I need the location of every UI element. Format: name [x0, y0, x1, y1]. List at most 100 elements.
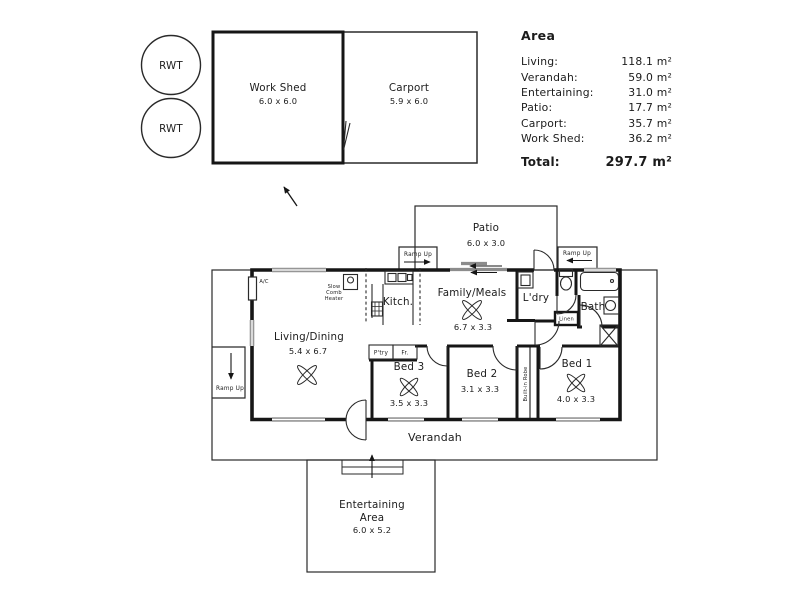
verandah-label: Verandah — [408, 431, 462, 444]
ceiling-fans-group — [297, 300, 586, 397]
bed1-dims: 4.0 x 3.3 — [557, 394, 595, 404]
ramp-box-top-right — [557, 246, 598, 270]
doors-group — [345, 249, 603, 441]
area-row-entertaining: Entertaining: 31.0 m² — [521, 85, 672, 100]
fridge-box — [392, 344, 418, 360]
area-row-patio: Patio: 17.7 m² — [521, 100, 672, 115]
ceiling-fan-living-icon — [297, 365, 317, 385]
heater-label-line2: Comb — [326, 290, 342, 296]
front-door — [345, 399, 367, 441]
patio-dims: 6.0 x 3.0 — [467, 238, 505, 248]
heater-label-line1: Slow — [328, 284, 341, 290]
laundry-door — [534, 320, 560, 346]
patio-label: Patio — [473, 222, 499, 234]
linen-label: Linen — [559, 317, 574, 323]
ramp-up-top-left-label: Ramp Up — [404, 252, 432, 258]
area-row-value: 31.0 m² — [628, 85, 672, 99]
bathtub-drain — [609, 278, 615, 284]
entertaining-label-line1: Entertaining — [339, 499, 405, 511]
area-row-verandah: Verandah: 59.0 m² — [521, 69, 672, 84]
kitchen-sink-grid — [371, 302, 383, 316]
area-row-value: 17.7 m² — [628, 101, 672, 115]
fixtures-group — [247, 268, 620, 360]
window-center-lines — [251, 269, 616, 421]
area-total-value: 297.7 m² — [605, 154, 672, 170]
stove-burner-left — [387, 272, 397, 283]
shed-door-ajar — [342, 120, 351, 151]
area-row-label: Living: — [521, 55, 559, 69]
rwt-bottom-label: RWT — [159, 123, 183, 135]
ac-label: A/C — [259, 279, 269, 285]
work-shed-outline — [211, 30, 345, 165]
vanity-icon — [603, 296, 620, 315]
carport-label: Carport — [389, 82, 429, 94]
bed2-door — [492, 345, 518, 371]
work-shed-label: Work Shed — [249, 82, 306, 94]
wc-door — [556, 294, 577, 315]
stove-burner-mid — [397, 272, 407, 283]
laundry-trough-bowl — [520, 274, 531, 287]
ceiling-fan-bed1-icon — [566, 373, 586, 393]
bed1-label: Bed 1 — [562, 358, 593, 370]
kitchen-bench-dashed — [365, 268, 421, 325]
laundry-trough-icon — [517, 271, 534, 289]
shower-cross — [599, 324, 619, 347]
fridge-label: Fr. — [401, 351, 408, 357]
work-shed-dims: 6.0 x 6.0 — [259, 96, 297, 106]
ceiling-fan-bed3-icon — [399, 377, 419, 397]
arrows-group — [228, 257, 592, 478]
entertaining-label-line2: Area — [360, 512, 385, 524]
rainwater-tank-top-icon — [140, 34, 202, 96]
area-row-label: Work Shed: — [521, 132, 585, 146]
shower-icon — [599, 324, 619, 347]
area-row-value: 59.0 m² — [628, 70, 672, 84]
ramp-box-left — [212, 346, 246, 399]
pantry-label: P'try — [374, 351, 389, 357]
bed3-door — [426, 345, 448, 367]
living-dims: 5.4 x 6.7 — [289, 346, 327, 356]
rwt-top-label: RWT — [159, 60, 183, 72]
ceiling-fan-family-icon — [462, 300, 482, 320]
area-row-label: Verandah: — [521, 70, 578, 84]
bed3-dims: 3.5 x 3.3 — [390, 398, 428, 408]
area-row-label: Entertaining: — [521, 85, 594, 99]
area-row-value: 35.7 m² — [628, 116, 672, 130]
heater-label-line3: Heater — [325, 296, 344, 302]
basin-icon — [604, 299, 617, 312]
windows-group — [249, 267, 616, 422]
ac-unit-icon — [247, 276, 258, 301]
area-row-value: 36.2 m² — [628, 132, 672, 146]
laundry-label: L'dry — [523, 292, 549, 304]
area-legend-title: Area — [521, 28, 556, 43]
area-row-label: Carport: — [521, 116, 567, 130]
area-total-label: Total: — [521, 155, 560, 170]
bathtub-icon — [579, 271, 620, 292]
ramp-up-top-right-label: Ramp Up — [563, 251, 591, 257]
bed3-label: Bed 3 — [394, 361, 425, 373]
robe-label: Built-in Robe — [523, 366, 529, 401]
labels-group: RWT RWT Work Shed 6.0 x 6.0 Carport 5.9 … — [159, 60, 605, 535]
bed2-dims: 3.1 x 3.3 — [461, 384, 499, 394]
bed2-label: Bed 2 — [467, 368, 498, 380]
ramp-box-top-left — [398, 246, 438, 270]
family-dims: 6.7 x 3.3 — [454, 322, 492, 332]
area-row-workshed: Work Shed: 36.2 m² — [521, 131, 672, 146]
kitchen-group — [365, 268, 421, 325]
area-legend: Area Living: 118.1 m² Verandah: 59.0 m² … — [521, 28, 672, 170]
rainwater-tank-bottom-icon — [140, 97, 202, 159]
area-row-value: 118.1 m² — [621, 55, 672, 69]
family-label: Family/Meals — [438, 287, 507, 299]
ramp-up-left-label: Ramp Up — [216, 386, 244, 392]
stove-burner-right — [406, 273, 413, 282]
area-row-living: Living: 118.1 m² — [521, 54, 672, 69]
toilet-bowl-icon — [559, 276, 573, 291]
north-arrow — [283, 186, 298, 207]
bath-door — [579, 304, 603, 328]
area-row-label: Patio: — [521, 101, 553, 115]
carport-dims: 5.9 x 6.0 — [390, 96, 428, 106]
kitchen-sink-icon — [370, 301, 384, 317]
area-row-total: Total: 297.7 m² — [521, 154, 672, 170]
heater-flue — [346, 276, 355, 284]
